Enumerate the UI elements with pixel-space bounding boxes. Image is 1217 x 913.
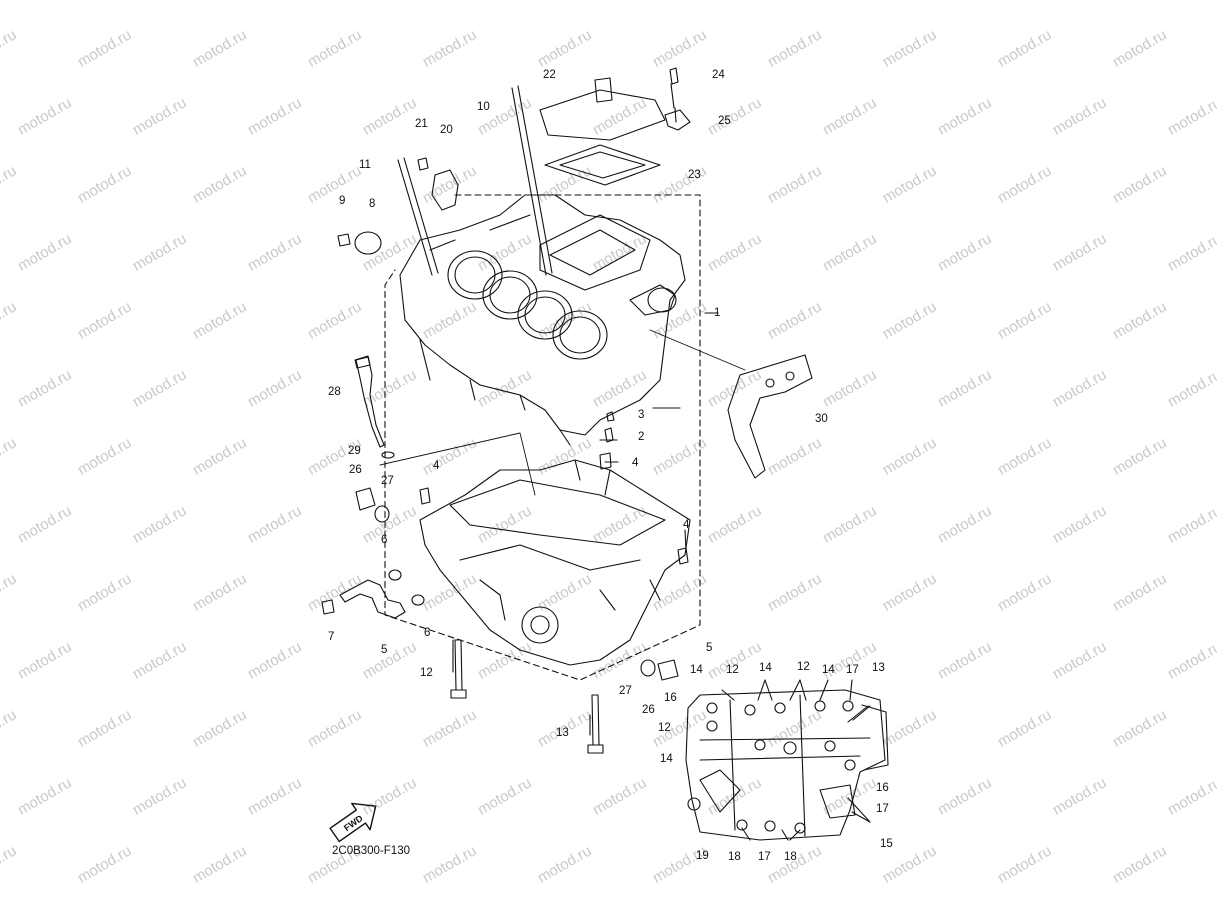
callout-label: 4: [683, 519, 690, 531]
callout-label: 13: [872, 662, 885, 674]
callout-label: 30: [815, 413, 828, 425]
callout-label: 12: [658, 722, 671, 734]
callout-label: 18: [728, 851, 741, 863]
plug-26b: [657, 659, 679, 681]
callout-label: 3: [638, 409, 645, 421]
callout-label: 14: [759, 662, 772, 674]
callout-label: 18: [784, 851, 797, 863]
bolt-9: [337, 233, 351, 247]
plug-26: [355, 487, 376, 511]
callout-label: 6: [381, 534, 388, 546]
bolt-24: [669, 67, 679, 109]
callout-label: 10: [477, 101, 490, 113]
fwd-arrow: [329, 802, 377, 843]
pipe-5: [339, 579, 406, 619]
callout-label: 12: [420, 667, 433, 679]
plate-20: [431, 169, 459, 211]
dowel-4b: [419, 487, 431, 505]
callout-label: 5: [381, 644, 388, 656]
callout-label: 17: [758, 851, 771, 863]
stud-11: [397, 157, 439, 276]
o-ring-6b: [411, 594, 425, 606]
callout-label: 26: [349, 464, 362, 476]
callout-label: 16: [664, 692, 677, 704]
callout-label: 17: [876, 803, 889, 815]
bolt-12: [450, 639, 467, 699]
callout-label: 12: [797, 661, 810, 673]
leader-lines: [452, 312, 719, 736]
callout-label: 14: [822, 664, 835, 676]
clip-3: [606, 411, 615, 422]
callout-label: 19: [696, 850, 709, 862]
gasket-23: [544, 144, 661, 186]
callout-label: 14: [690, 664, 703, 676]
callout-label: 17: [846, 664, 859, 676]
dowel-2: [604, 427, 614, 443]
o-ring-29: [381, 451, 395, 459]
washer-27: [374, 505, 390, 523]
callout-label: 16: [876, 782, 889, 794]
cover-8: [354, 231, 382, 255]
callout-label: 15: [880, 838, 893, 850]
callout-label: 24: [712, 69, 725, 81]
bolt-13: [587, 694, 604, 754]
dowel-4a: [599, 452, 612, 470]
callout-label: 14: [660, 753, 673, 765]
callout-label: 1: [714, 307, 721, 319]
bracket-30: [727, 354, 813, 479]
callout-label: 8: [369, 198, 376, 210]
sensor-28: [355, 356, 385, 448]
bolt-21: [417, 157, 429, 171]
crankcase-assembly-outline: [384, 194, 701, 681]
lower-crankcase: [419, 459, 691, 666]
callout-label: 5: [706, 642, 713, 654]
fwd-label: FWD: [342, 813, 365, 833]
callout-label: 28: [328, 386, 341, 398]
o-ring-6a: [388, 569, 402, 581]
callout-label: 22: [543, 69, 556, 81]
diagram-code: 2C0B300-F130: [332, 845, 410, 857]
callout-label: 26: [642, 704, 655, 716]
washer-27b: [640, 659, 656, 677]
callout-label: 11: [359, 159, 371, 171]
callout-label: 9: [339, 195, 346, 207]
callout-label: 2: [638, 431, 645, 443]
stud-10: [511, 85, 553, 276]
bolt-7: [321, 599, 335, 615]
callout-label: 29: [348, 445, 361, 457]
callout-label: 20: [440, 124, 453, 136]
callout-label: 25: [718, 115, 731, 127]
callout-label: 27: [381, 475, 394, 487]
callout-label: 7: [328, 631, 335, 643]
breather-cover-22: [539, 89, 666, 141]
sensor-25: [664, 109, 691, 131]
callout-label: 12: [726, 664, 739, 676]
callout-label: 23: [688, 169, 701, 181]
callout-label: 21: [415, 118, 428, 130]
callout-label: 6: [424, 627, 431, 639]
callout-label: 4: [433, 460, 440, 472]
upper-crankcase: [399, 194, 686, 446]
bottom-view-engine: [685, 679, 889, 841]
dowel-4c: [677, 547, 689, 565]
callout-label: 13: [556, 727, 569, 739]
callout-label: 27: [619, 685, 632, 697]
callout-label: 4: [632, 457, 639, 469]
